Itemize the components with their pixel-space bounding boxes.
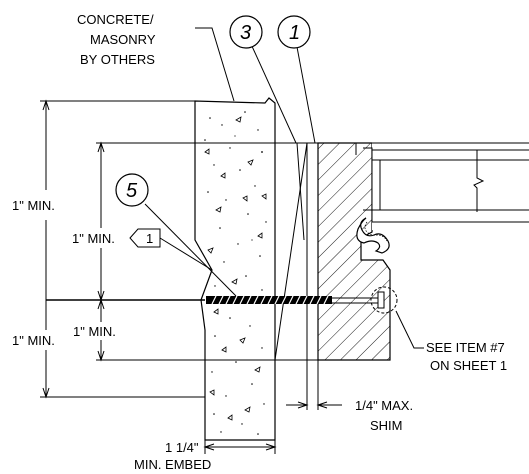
embed-label-line2: MIN. EMBED: [134, 457, 211, 472]
concrete-label-line1: CONCRETE/: [77, 12, 154, 27]
leader-lines: [144, 27, 424, 349]
callout-5-number: 5: [126, 180, 138, 202]
callout-3: 3: [229, 15, 263, 49]
callout-5: 5: [115, 173, 149, 207]
see-item-line1: SEE ITEM #7: [426, 340, 505, 355]
screw-threads: [211, 295, 329, 305]
see-item-line2: ON SHEET 1: [430, 358, 507, 373]
concrete-label-line2: MASONRY: [90, 32, 156, 47]
concrete-triangles: [204, 116, 267, 421]
dimension-lines-bottom: [203, 360, 342, 454]
dim-lower-outer-label: 1" MIN.: [12, 333, 55, 348]
dim-lower-inner-label: 1" MIN.: [73, 324, 116, 339]
shim-label-line2: SHIM: [370, 418, 403, 433]
concrete-wall: [194, 97, 276, 441]
glazing-panel: [363, 140, 529, 230]
tag-1: 1: [129, 228, 161, 248]
concrete-aggregate: [204, 111, 267, 435]
detail-circle: [370, 286, 398, 314]
dimension-lines-left: [40, 99, 205, 399]
tag-1-number: 1: [146, 231, 153, 246]
dim-total-label: 1" MIN.: [12, 198, 55, 213]
callout-1-number: 1: [289, 22, 300, 44]
glazing-gasket: [356, 217, 390, 254]
concrete-label-line3: BY OTHERS: [80, 52, 155, 67]
shim-label-line1: 1/4" MAX.: [355, 398, 413, 413]
dim-upper-label: 1" MIN.: [72, 231, 115, 246]
embed-label-line1: 1 1/4": [165, 440, 199, 455]
callout-3-number: 3: [240, 22, 251, 44]
callout-1: 1: [277, 15, 311, 49]
anchor-screw: [46, 291, 385, 309]
